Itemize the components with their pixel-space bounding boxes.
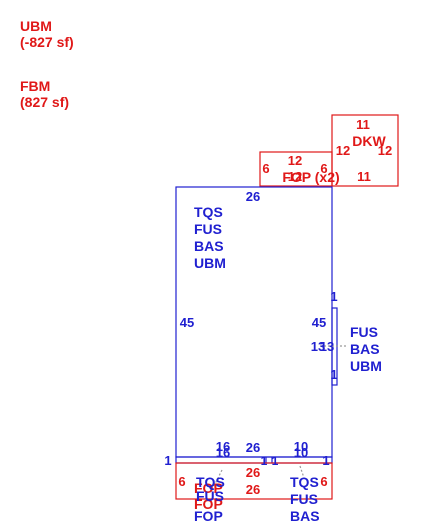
porch-top-dim-top: 12	[288, 153, 302, 168]
bottom-strip-dim: 1	[322, 453, 329, 468]
bottom-strip-dim: 10	[294, 439, 308, 454]
porch-bottom-code: FOP	[194, 480, 223, 496]
deck-dim-bottom: 11	[357, 169, 371, 184]
main-dim-top: 26	[246, 189, 260, 204]
bottom-strip-dim: 16	[216, 445, 230, 460]
porch-bottom-outline	[175, 462, 333, 500]
legend-added-area: (827 sf)	[20, 94, 70, 110]
porch-bottom-code: FUS	[196, 488, 224, 504]
legend-removed-code: UBM	[20, 18, 52, 34]
side-bump-dim-top: 1	[330, 289, 337, 304]
bottom-strip-dim: 26	[246, 440, 260, 455]
main-code: BAS	[194, 238, 224, 254]
porch-top-label: FOP (x2)	[282, 169, 339, 185]
bottom-strip-outline	[175, 456, 333, 464]
porch-bottom-code: TQS	[196, 474, 225, 490]
porch-bottom-dim-left: 6	[178, 474, 185, 489]
side-bump-dim-long: 13	[311, 339, 325, 354]
bottom-strip-dim: 1	[261, 454, 268, 468]
main-code: FUS	[194, 221, 222, 237]
porch-top-dim-left: 6	[262, 161, 269, 176]
main-code: UBM	[194, 255, 226, 271]
porch-bottom-code: BAS	[290, 508, 320, 524]
porch-top-outline	[259, 151, 333, 187]
porch-top-dim-right: 6	[320, 161, 327, 176]
deck-dim-left: 12	[336, 143, 350, 158]
side-bump-dim-long: 13	[320, 339, 334, 354]
main-dim-right: 45	[312, 315, 326, 330]
deck-outline	[331, 114, 399, 187]
bottom-strip-dim: 1	[164, 453, 171, 468]
porch-bottom-code: TQS	[290, 474, 319, 490]
deck-code: DKW	[352, 133, 386, 149]
legend-removed: UBM (-827 sf)	[20, 18, 74, 50]
porch-top-dim-bottom: 12	[288, 169, 302, 184]
bottom-strip-dim: 1	[272, 454, 279, 468]
main-code: TQS	[194, 204, 223, 220]
side-bump-dim-bottom: 1	[330, 367, 337, 382]
legend-added: FBM (827 sf)	[20, 78, 69, 110]
porch-bottom-dim-mid-top: 26	[246, 465, 260, 480]
porch-bottom-code: FUS	[290, 491, 318, 507]
deck-dim-top: 11	[356, 117, 370, 132]
side-bump-code: UBM	[350, 358, 382, 374]
side-bump-code: FUS	[350, 324, 378, 340]
porch-bottom-code: FOP	[194, 496, 223, 512]
deck-dim-right: 12	[378, 143, 392, 158]
bottom-strip-dim: 10	[294, 445, 308, 460]
main-dim-left: 45	[180, 315, 194, 330]
porch-bottom-dim-mid-bottom: 26	[246, 482, 260, 497]
legend-removed-area: (-827 sf)	[20, 34, 74, 50]
porch-bottom-code: FOP	[194, 508, 223, 524]
legend-added-code: FBM	[20, 78, 51, 94]
bottom-strip-dim: 16	[216, 439, 230, 454]
porch-bottom-dim-right: 6	[320, 474, 327, 489]
side-bump-code: BAS	[350, 341, 380, 357]
